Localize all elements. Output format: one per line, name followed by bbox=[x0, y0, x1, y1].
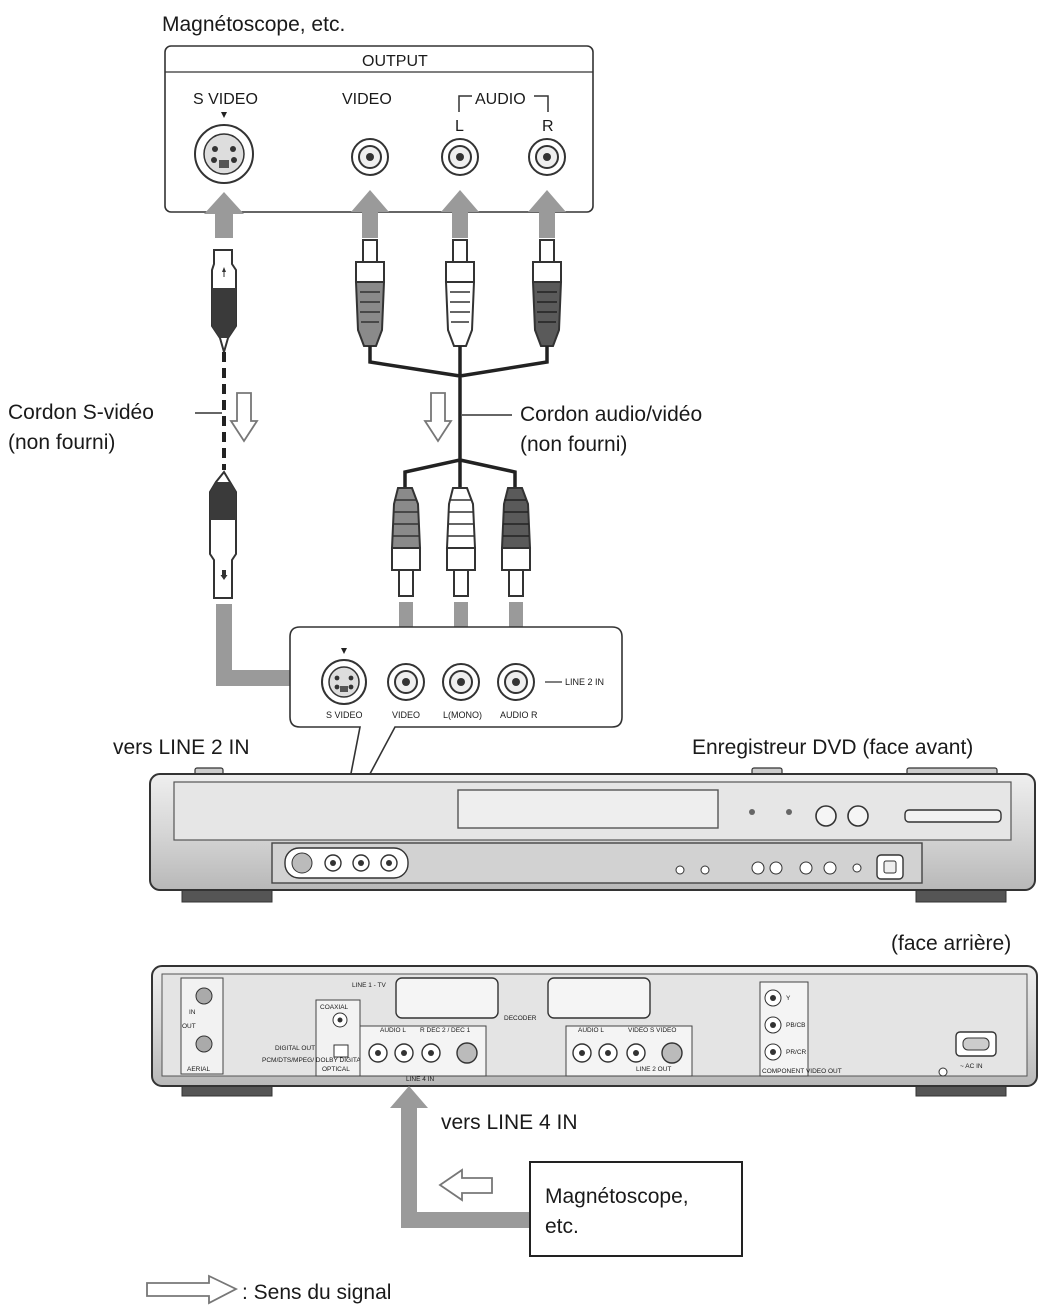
cord-svideo-label-line2: (non fourni) bbox=[8, 431, 115, 454]
rear-line1-tv-label: LINE 1 - TV bbox=[352, 982, 387, 989]
legend-arrow-icon bbox=[146, 1274, 239, 1305]
front-line2-jacks bbox=[284, 847, 409, 879]
vcr-bottom-label-line1: Magnétoscope, bbox=[545, 1185, 689, 1208]
video-output-jack bbox=[351, 138, 389, 176]
dvd-recorder-front bbox=[149, 767, 1036, 903]
audio-label: AUDIO bbox=[475, 91, 526, 108]
vcr-bottom-label-line2: etc. bbox=[545, 1215, 579, 1238]
audio-r-output-jack bbox=[528, 138, 566, 176]
zoom-audio-r-label: AUDIO R bbox=[500, 710, 538, 720]
rear-out-label: OUT bbox=[182, 1023, 196, 1030]
line2-audio-r-jack bbox=[497, 663, 535, 701]
rear-line4-jacks bbox=[368, 1042, 478, 1064]
zoom-l-mono-label: L(MONO) bbox=[443, 710, 482, 720]
av-top-plug-video bbox=[354, 239, 386, 347]
video-label: VIDEO bbox=[342, 91, 392, 108]
cord-svideo-label-line1: Cordon S-vidéo bbox=[8, 401, 154, 424]
rear-pr-label: PR/CR bbox=[786, 1049, 807, 1056]
rear-line4in-label: LINE 4 IN bbox=[406, 1076, 434, 1083]
rear-line2-out-jacks bbox=[572, 1042, 683, 1064]
rear-pb-label: PB/CB bbox=[786, 1022, 806, 1029]
audio-l-output-jack bbox=[441, 138, 479, 176]
s-video-output-jack bbox=[194, 124, 254, 184]
vers-line4-label: vers LINE 4 IN bbox=[441, 1111, 578, 1134]
output-title: OUTPUT bbox=[362, 53, 428, 70]
rear-optical-label: OPTICAL bbox=[322, 1066, 350, 1073]
rear-line2out-label: LINE 2 OUT bbox=[636, 1066, 671, 1073]
av-bottom-plug-video bbox=[390, 487, 422, 597]
av-bottom-plug-audio-l bbox=[445, 487, 477, 597]
rear-audio-l2-label: AUDIO L bbox=[578, 1027, 604, 1034]
rear-video-svideo-label: VIDEO S VIDEO bbox=[628, 1027, 676, 1034]
rear-acin-label: ~ AC IN bbox=[960, 1063, 983, 1070]
vcr-bottom-direction-arrow bbox=[438, 1168, 493, 1202]
av-top-plug-audio-r bbox=[531, 239, 563, 347]
signal-arrows-top bbox=[204, 190, 566, 238]
rear-pcm-label: PCM/DTS/MPEG/ DOLBY DIGITAL bbox=[262, 1057, 365, 1064]
rear-coaxial-label: COAXIAL bbox=[320, 1004, 349, 1011]
line2-s-video-jack bbox=[321, 659, 367, 705]
vcr-top-label: Magnétoscope, etc. bbox=[162, 13, 345, 36]
cord-av-label-line1: Cordon audio/vidéo bbox=[520, 403, 702, 426]
av-bottom-plug-audio-r bbox=[500, 487, 532, 597]
line2-video-jack bbox=[387, 663, 425, 701]
dvd-recorder-rear: IN OUT AERIAL COAXIAL OPTICAL DIGITAL OU… bbox=[151, 965, 1038, 1097]
rear-aerial-label: AERIAL bbox=[187, 1066, 211, 1073]
av-direction-arrow bbox=[423, 392, 453, 443]
rear-digital-out-label: DIGITAL OUT bbox=[275, 1045, 315, 1052]
legend-label: : Sens du signal bbox=[242, 1281, 391, 1304]
rear-label: (face arrière) bbox=[891, 932, 1011, 955]
zoom-s-video-label: S VIDEO bbox=[326, 710, 363, 720]
rear-audio-l-label: AUDIO L bbox=[380, 1027, 406, 1034]
zoom-line2in-label: LINE 2 IN bbox=[565, 677, 604, 687]
line2-audio-l-jack bbox=[442, 663, 480, 701]
rear-decoder-label: DECODER bbox=[504, 1015, 537, 1022]
audio-r-label: R bbox=[542, 118, 554, 135]
zoom-video-label: VIDEO bbox=[392, 710, 420, 720]
vers-line2-label: vers LINE 2 IN bbox=[113, 736, 250, 759]
rear-rdc-label: R DEC 2 / DEC 1 bbox=[420, 1027, 471, 1034]
recorder-front-label: Enregistreur DVD (face avant) bbox=[692, 736, 973, 759]
rear-y-label: Y bbox=[786, 995, 791, 1002]
line2-zoom-panel: LINE 2 IN S VIDEO VIDEO L(MONO) AUDIO R bbox=[289, 626, 623, 831]
av-cable bbox=[354, 239, 563, 597]
av-top-plug-audio-l bbox=[444, 239, 476, 347]
s-video-label: S VIDEO bbox=[193, 91, 258, 108]
s-video-direction-arrow bbox=[229, 392, 259, 443]
vcr-bottom-box bbox=[529, 1161, 743, 1257]
line4-signal-arrow bbox=[390, 1086, 530, 1228]
vcr-output-panel: OUTPUT S VIDEO VIDEO AUDIO L R bbox=[164, 45, 594, 213]
s-video-cable bbox=[209, 249, 237, 599]
audio-l-label: L bbox=[455, 118, 464, 135]
cord-av-label-line2: (non fourni) bbox=[520, 433, 627, 456]
rear-in-label: IN bbox=[189, 1009, 196, 1016]
rear-component-label: COMPONENT VIDEO OUT bbox=[762, 1068, 842, 1075]
